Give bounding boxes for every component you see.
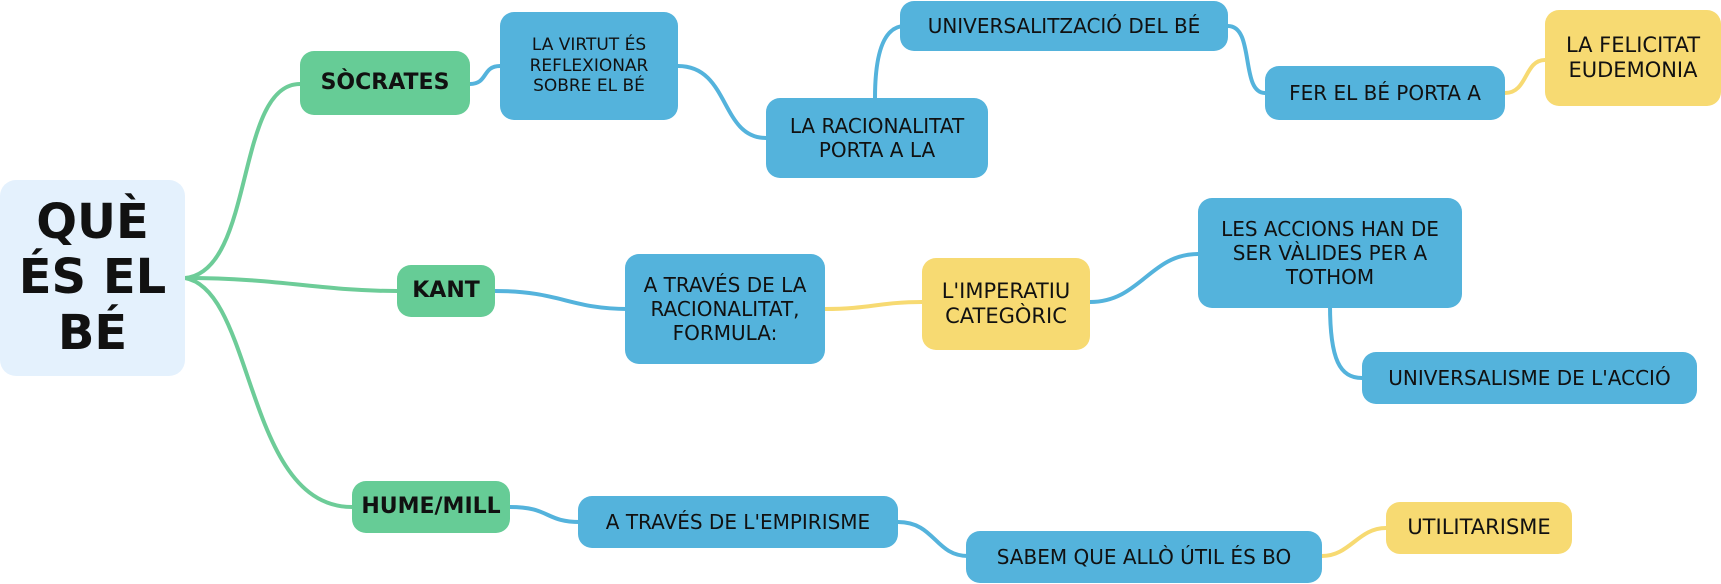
link-util-utilitarisme [1320, 526, 1388, 558]
link-ferbe-felicitat [1503, 58, 1547, 95]
node-empirisme[interactable]: A TRAVÉS DE L'EMPIRISME [578, 496, 898, 548]
node-universalitzacio[interactable]: UNIVERSALITZACIÓ DEL BÉ [900, 1, 1228, 51]
link-kant-racionalitat [493, 289, 630, 311]
link-racionalitat-imperatiu [823, 300, 924, 311]
node-universalisme[interactable]: UNIVERSALISME DE L'ACCIÓ [1362, 352, 1697, 404]
node-accions[interactable]: LES ACCIONS HAN DE SER VÀLIDES PER A TOT… [1198, 198, 1462, 308]
node-fer-be[interactable]: FER EL BÉ PORTA A [1265, 66, 1505, 120]
link-root-hume [183, 276, 354, 509]
link-socrates-virtut [468, 64, 502, 86]
node-racionalitat-kant[interactable]: A TRAVÉS DE LA RACIONALITAT, FORMULA: [625, 254, 825, 364]
node-racionalitat-socrates[interactable]: LA RACIONALITAT PORTA A LA [766, 98, 988, 178]
node-hume-mill[interactable]: HUME/MILL [352, 481, 510, 533]
link-accions-universalisme [1328, 303, 1364, 380]
link-empirisme-util [896, 520, 970, 558]
link-imperatiu-accions [1088, 252, 1200, 304]
root-node[interactable]: QUÈ ÉS EL BÉ [0, 180, 185, 376]
node-socrates[interactable]: SÒCRATES [300, 51, 470, 115]
node-virtut[interactable]: LA VIRTUT ÉS REFLEXIONAR SOBRE EL BÉ [500, 12, 678, 120]
link-root-socrates [183, 82, 302, 280]
node-imperatiu[interactable]: L'IMPERATIU CATEGÒRIC [922, 258, 1090, 350]
link-universalitzacio-ferbe [1226, 24, 1267, 95]
node-util[interactable]: SABEM QUE ALLÒ ÚTIL ÉS BO [966, 531, 1322, 583]
node-kant[interactable]: KANT [397, 265, 495, 317]
node-utilitarisme[interactable]: UTILITARISME [1386, 502, 1572, 554]
link-virtut-racionalitat [676, 64, 768, 140]
link-racionalitat-universalitzacio [873, 24, 907, 100]
link-hume-empirisme [508, 505, 582, 524]
node-felicitat[interactable]: LA FELICITAT EUDEMONIA [1545, 10, 1721, 106]
link-root-kant [183, 276, 399, 293]
